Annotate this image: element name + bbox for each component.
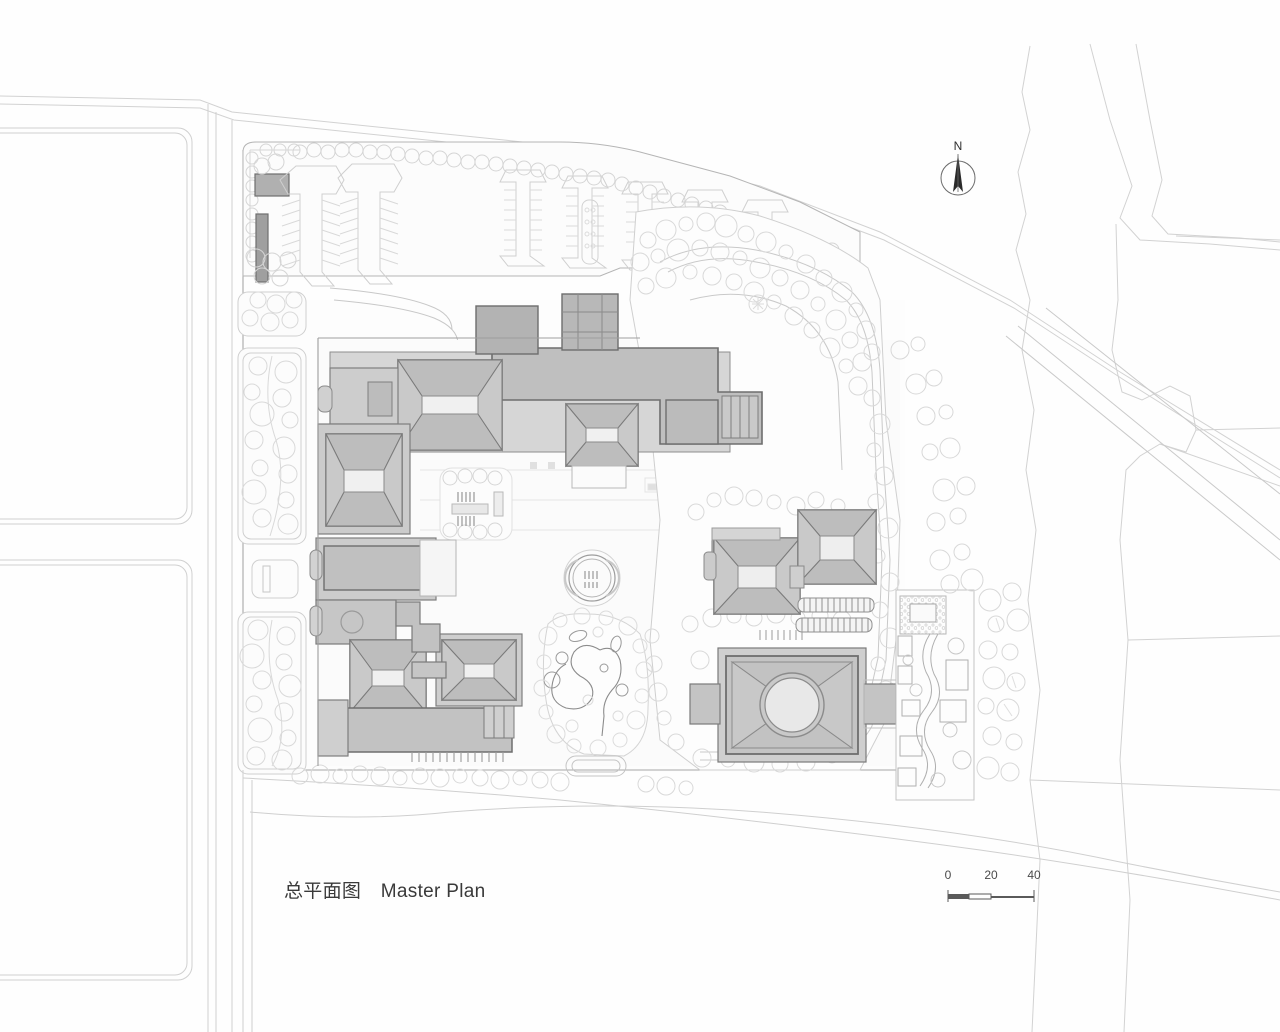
scale-tick-0: 0	[944, 868, 952, 882]
scale-tick-20: 20	[984, 868, 998, 882]
parking-entry-drive	[329, 287, 459, 345]
axis-courtyard-garden	[439, 467, 513, 541]
southwest-connector	[395, 601, 447, 679]
pavilion-pergolas	[795, 597, 875, 633]
north-arrow-icon	[940, 154, 976, 196]
midwest-block-row	[309, 537, 457, 645]
southwest-hipped-hall-b	[435, 633, 523, 707]
title-chinese: 总平面图	[284, 880, 362, 902]
organic-water-garden	[533, 607, 653, 777]
south-meadow	[242, 764, 1280, 1032]
scale-bar-graphic	[947, 890, 1035, 902]
east-classical-garden	[890, 336, 1030, 801]
west-parcels	[0, 104, 233, 1032]
north-annex-block	[475, 305, 539, 355]
west-hipped-hall	[317, 423, 411, 535]
central-axis-pavilion	[564, 402, 640, 489]
site-boundary	[317, 337, 640, 766]
parking-tree-rows	[245, 143, 301, 263]
north-arrow: N	[938, 140, 978, 203]
context-linework	[0, 43, 1280, 1032]
east-pavilion-south	[703, 527, 802, 616]
grand-hall-with-dome	[689, 630, 901, 763]
page-title: 总平面图 Master Plan	[284, 876, 485, 903]
scale-bar: 0 20 40	[944, 868, 1041, 884]
circular-plaza-feature	[563, 549, 621, 607]
highway-context	[1005, 307, 1280, 561]
east-pavilion-north	[789, 508, 878, 589]
southwest-long-block	[317, 699, 515, 762]
parking-gatehouse	[254, 173, 290, 197]
parking-service-block	[255, 213, 269, 283]
west-green-buffer	[237, 291, 307, 775]
north-arrow-label: N	[953, 139, 963, 153]
scale-tick-40: 40	[1027, 868, 1041, 882]
north-wing-hipped-hall	[317, 358, 503, 452]
scale-bar-ticks: 0 20 40	[944, 868, 1041, 884]
title-english: Master Plan	[380, 881, 486, 902]
